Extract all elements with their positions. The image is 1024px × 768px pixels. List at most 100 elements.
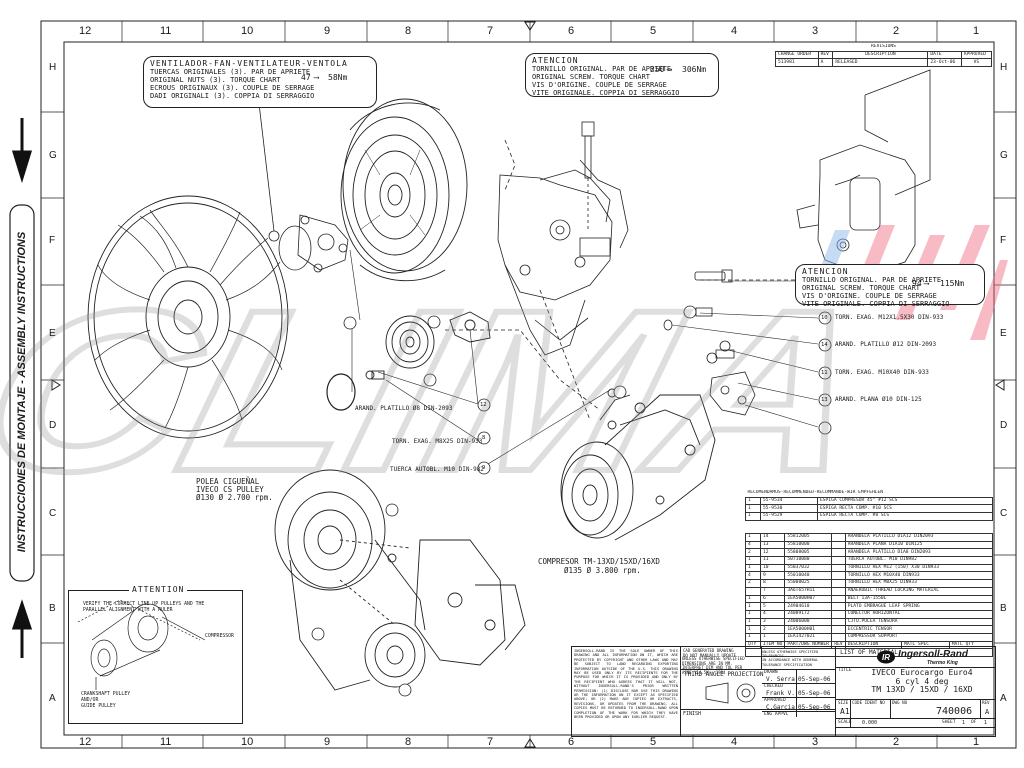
cell: 6: [759, 594, 786, 604]
compressor-bracket-drawing: [445, 121, 629, 421]
callout-label: ARAND. PLANA Ø10 DIN-125: [835, 396, 922, 403]
cell: 24904610: [784, 602, 833, 611]
cell: ESPIGA COMPRESOR 45° #12 SCS: [817, 496, 993, 506]
arrow-right-icon: ⟶: [314, 73, 319, 82]
rev-label: REV: [982, 700, 990, 705]
callout-number: 11: [821, 370, 828, 376]
rev-header: APPROVED: [960, 50, 993, 60]
col-label: 9: [324, 25, 331, 37]
callout-number: 8: [482, 435, 486, 441]
checked-by: Frank V.: [766, 690, 795, 697]
attention-compressor-label: COMPRESSOR: [205, 634, 234, 639]
scale-label: SCALE: [838, 720, 852, 725]
title-block: INGERSOLL-RAND IS THE SOLE OWNER OF THIS…: [571, 646, 996, 737]
row-label: C: [1000, 508, 1008, 519]
pulley-label-line: POLEA CIGUEÑAL: [196, 477, 260, 486]
callout-number: 13: [821, 397, 828, 403]
dimension-note-line: ASME Y14.5M - 1994: [682, 669, 726, 675]
top-note-line: VITE ORIGINALE. COPPIA DI SERRAGGIO: [532, 89, 680, 97]
col-label: 8: [405, 25, 412, 37]
rev-header: CHANGE ORDER: [775, 50, 819, 60]
cell: 12: [759, 548, 786, 558]
lower-assembly-drawing: [274, 469, 526, 691]
cell: [831, 556, 846, 565]
row-label: G: [49, 150, 57, 161]
approved-label: APPROVED: [764, 698, 786, 703]
rev-header: DATE: [927, 50, 962, 60]
col-label: 7: [487, 25, 494, 37]
cell: 1: [745, 504, 761, 514]
rev-header: REV: [817, 50, 834, 60]
cell: 1: [745, 632, 761, 642]
drawing-title: IVECO Eurocargo Euro4 6 cyl 4 deg TM 13X…: [862, 668, 982, 695]
cell: PLATO EMBRAGUE LEAF SPRING: [844, 602, 994, 611]
row-label: A: [49, 693, 56, 704]
row-label: B: [1000, 603, 1007, 614]
top-note-line: ORIGINAL SCREW. TORQUE CHART: [532, 73, 651, 81]
col-label: 2: [893, 25, 900, 37]
cell: 55008025: [784, 579, 833, 588]
cell: 1EA5000H07: [784, 594, 833, 604]
table-row: 1 55-9529 ESPIGA RECTA COMP. #8 SCS: [745, 512, 993, 521]
revisions-title: REVISIONS: [775, 44, 992, 52]
chassis-bracket-drawing: [700, 69, 931, 281]
finish-label: FINISH: [683, 711, 702, 717]
col-label: 6: [568, 25, 575, 37]
tolerance-note: UNLESS OTHERWISE SPECIFIED TOLERANCES IN…: [762, 650, 834, 667]
cell: 55-9530: [760, 504, 818, 514]
cell: 4: [745, 540, 761, 550]
cell: [831, 594, 846, 604]
tolerance-note-line: TOLERANCE SPECIFICATION: [762, 662, 812, 667]
drawing-title-line: TM 13XD / 15XD / 16XD: [871, 685, 973, 695]
company-logo: IR Ingersoll-Rand Thermo King: [836, 647, 995, 668]
watermark-text: CLIMA: [0, 263, 894, 519]
dimension-note: UNLESS OTHERWISE SPECIFIED DIMENSIONS AR…: [682, 656, 760, 675]
row-label: A: [1000, 693, 1007, 704]
cell: ARANDELA PLATILLO D1A8 DIN2093: [844, 548, 994, 558]
col-label: 4: [731, 25, 738, 37]
dwg-number: 740006: [936, 706, 973, 717]
arrow-right-icon: ⟶: [924, 279, 929, 288]
cell: 55-9534: [760, 496, 818, 506]
cell: BELT 13A-1550L: [844, 594, 994, 604]
scale-value: 0.000: [862, 720, 878, 726]
recommended-table: RECOMENDAMOS-RECOMMENDED-RECOMMANDE-WIR …: [745, 490, 993, 521]
code-ident-label: CODE IDENT NO: [852, 700, 885, 705]
fan-adapter-drawing: [257, 94, 349, 273]
cell: 3: [759, 617, 786, 627]
row-label: E: [49, 328, 56, 339]
cell: 1: [745, 609, 761, 619]
cell: ARANDELA PLATILLO D1A12 DIN2093: [844, 533, 994, 542]
row-label: D: [1000, 420, 1008, 431]
callout-label: TORN. EXAG. M12X1.5X30 DIN-933: [835, 314, 944, 321]
row-label: F: [49, 235, 56, 246]
cell: 8: [759, 579, 786, 588]
right-torque-min: 94: [912, 279, 922, 288]
approved-by: C.Garcia: [766, 704, 795, 711]
attention-crank-line: CRANKSHAFT PULLEY: [81, 692, 131, 697]
crankshaft-pulley-label: POLEA CIGUEÑAL IVECO CS PULLEY Ø130 Ø 2.…: [196, 478, 273, 502]
logo-subtext: Thermo King: [927, 660, 958, 666]
cell: 1: [745, 602, 761, 611]
approved-date: 05-Sep-06: [798, 704, 831, 711]
size-label: SIZE: [838, 700, 849, 705]
dimension-note-line: UNLESS OTHERWISE SPECIFIED: [682, 656, 745, 661]
cell: 1EA1427021: [784, 632, 833, 642]
compressor-label-line: COMPRESOR TM-13XD/15XD/16XD: [538, 557, 660, 566]
rev-cell: RELEASED: [832, 58, 929, 68]
top-torque-max: 306Nm: [682, 65, 707, 74]
rev-value: A: [985, 708, 990, 716]
cell: [831, 602, 846, 611]
side-instruction-label: INSTRUCCIONES DE MONTAJE - ASSEMBLY INST…: [16, 231, 28, 553]
of-label: OF: [971, 720, 977, 725]
cell: 14: [759, 533, 786, 542]
top-note-line: VIS D'ORIGINE. COUPLE DE SERRAGE: [532, 81, 667, 89]
cell: 2: [759, 625, 786, 634]
pulley-label-line: Ø130 Ø 2.700 rpm.: [196, 493, 273, 502]
